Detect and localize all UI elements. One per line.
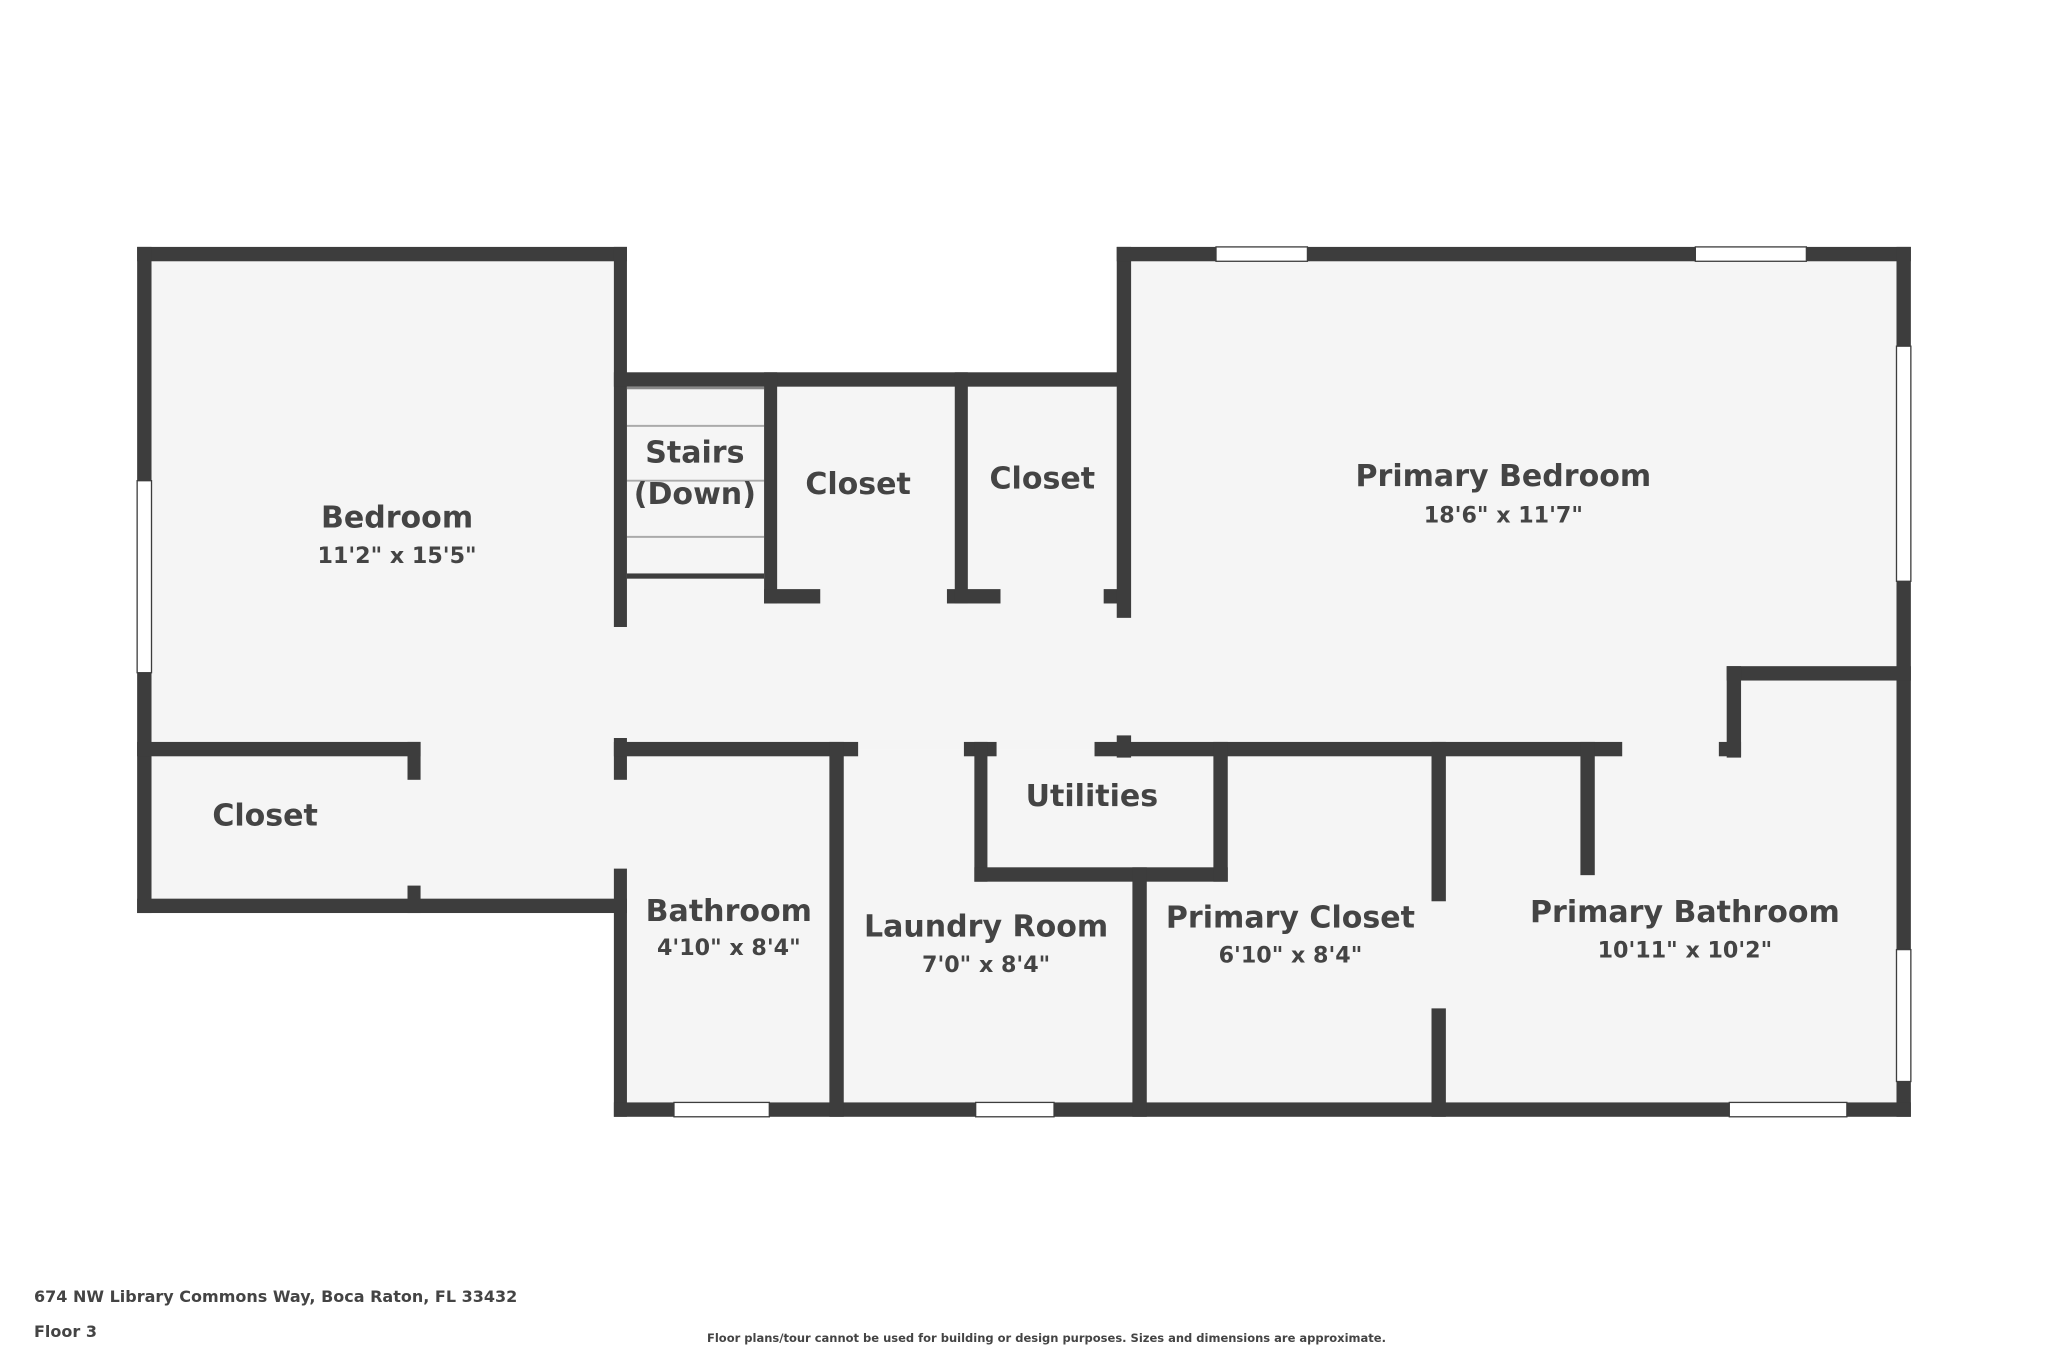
stair-treads — [626, 424, 765, 538]
room-name-closet-1: Closet — [805, 467, 911, 502]
room-name-closet-2: Closet — [989, 462, 1095, 497]
room-dims-bathroom: 4'10" x 8'4" — [657, 935, 801, 961]
address: 674 NW Library Commons Way, Boca Raton, … — [34, 1287, 518, 1306]
room-dims-primary-bathroom: 10'11" x 10'2" — [1598, 937, 1773, 963]
floor-label: Floor 3 — [34, 1322, 97, 1341]
room-labels: Bedroom 11'2" x 15'5" Closet Stairs (Dow… — [212, 435, 1839, 977]
room-name-primary-bedroom: Primary Bedroom — [1356, 459, 1652, 494]
room-name-bedroom-closet: Closet — [212, 799, 318, 834]
room-name-primary-bathroom: Primary Bathroom — [1530, 895, 1840, 930]
disclaimer: Floor plans/tour cannot be used for buil… — [707, 1331, 1386, 1345]
windows — [136, 246, 1912, 1118]
room-name-bedroom: Bedroom — [321, 501, 473, 536]
room-dims-bedroom: 11'2" x 15'5" — [318, 543, 477, 569]
room-dims-laundry: 7'0" x 8'4" — [922, 952, 1050, 978]
room-dims-primary-bedroom: 18'6" x 11'7" — [1424, 503, 1583, 529]
room-dims-primary-closet: 6'10" x 8'4" — [1219, 943, 1363, 969]
room-name-primary-closet: Primary Closet — [1166, 900, 1415, 935]
room-name-laundry: Laundry Room — [864, 910, 1108, 945]
room-name-stairs-down: (Down) — [634, 477, 756, 512]
room-name-bathroom: Bathroom — [646, 894, 812, 929]
room-name-stairs: Stairs — [645, 435, 744, 470]
room-name-utilities: Utilities — [1026, 779, 1159, 814]
